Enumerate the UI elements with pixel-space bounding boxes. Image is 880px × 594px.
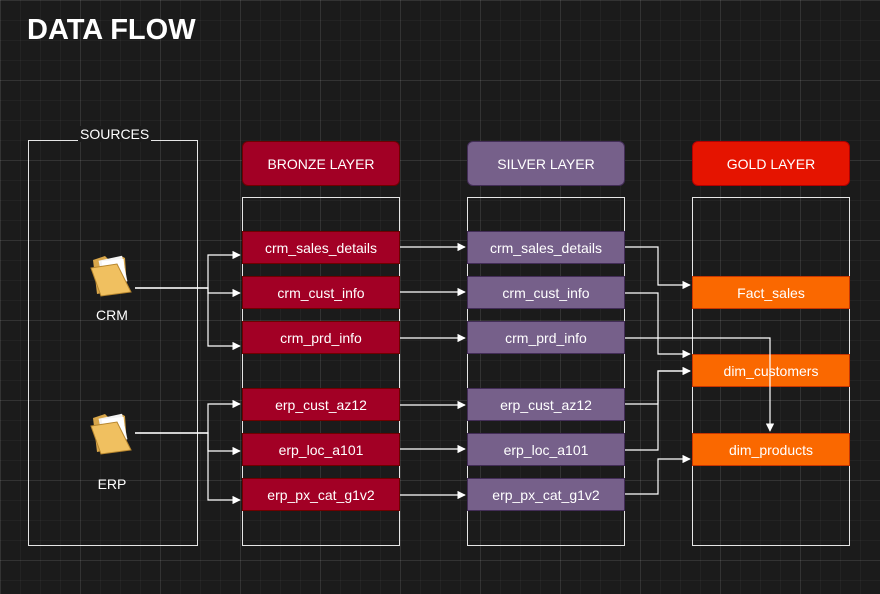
silver-layer-header: SILVER LAYER (467, 141, 625, 186)
link-silver-crm-sales-details-to-fact-sales (625, 246, 691, 290)
source-crm-label: CRM (96, 307, 128, 323)
bronze-layer-header: BRONZE LAYER (242, 141, 400, 186)
silver-table-erp-px-cat-g1v2: erp_px_cat_g1v2 (467, 478, 625, 511)
link-silver-erp-loc-a101-to-dim-customers (625, 366, 691, 451)
gold-table-dim-customers: dim_customers (692, 354, 850, 387)
bronze-table-crm-prd-info: crm_prd_info (242, 321, 400, 354)
silver-layer-container (467, 197, 625, 546)
gold-table-dim-products: dim_products (692, 433, 850, 466)
bronze-table-crm-cust-info: crm_cust_info (242, 276, 400, 309)
link-silver-erp-px-cat-g1v2-to-dim-products (625, 454, 691, 495)
gold-table-fact-sales: Fact_sales (692, 276, 850, 309)
link-silver-crm-prd-info-to-dim-products (625, 337, 775, 432)
silver-table-crm-sales-details: crm_sales_details (467, 231, 625, 264)
link-erp-to-bronze-erp-cust-az12 (135, 399, 241, 434)
silver-table-crm-cust-info: crm_cust_info (467, 276, 625, 309)
silver-table-erp-loc-a101: erp_loc_a101 (467, 433, 625, 466)
bronze-layer-container (242, 197, 400, 546)
silver-table-crm-prd-info: crm_prd_info (467, 321, 625, 354)
erp-folder-icon (87, 408, 135, 456)
crm-folder-icon (87, 250, 135, 298)
page-title: DATA FLOW (27, 14, 196, 46)
link-crm-to-bronze-crm-prd-info (135, 287, 241, 351)
link-silver-crm-cust-info-to-dim-customers (625, 292, 691, 359)
source-erp-label: ERP (97, 476, 127, 492)
link-crm-to-bronze-crm-cust-info (135, 287, 241, 298)
bronze-table-erp-px-cat-g1v2: erp_px_cat_g1v2 (242, 478, 400, 511)
bronze-table-erp-loc-a101: erp_loc_a101 (242, 433, 400, 466)
silver-table-erp-cust-az12: erp_cust_az12 (467, 388, 625, 421)
link-erp-to-bronze-erp-px-cat-g1v2 (135, 432, 241, 505)
bronze-table-crm-sales-details: crm_sales_details (242, 231, 400, 264)
link-erp-to-bronze-erp-loc-a101 (135, 432, 241, 456)
bronze-table-erp-cust-az12: erp_cust_az12 (242, 388, 400, 421)
link-crm-to-bronze-crm-sales-details (135, 250, 241, 289)
sources-label: SOURCES (78, 126, 152, 142)
gold-layer-header: GOLD LAYER (692, 141, 850, 186)
